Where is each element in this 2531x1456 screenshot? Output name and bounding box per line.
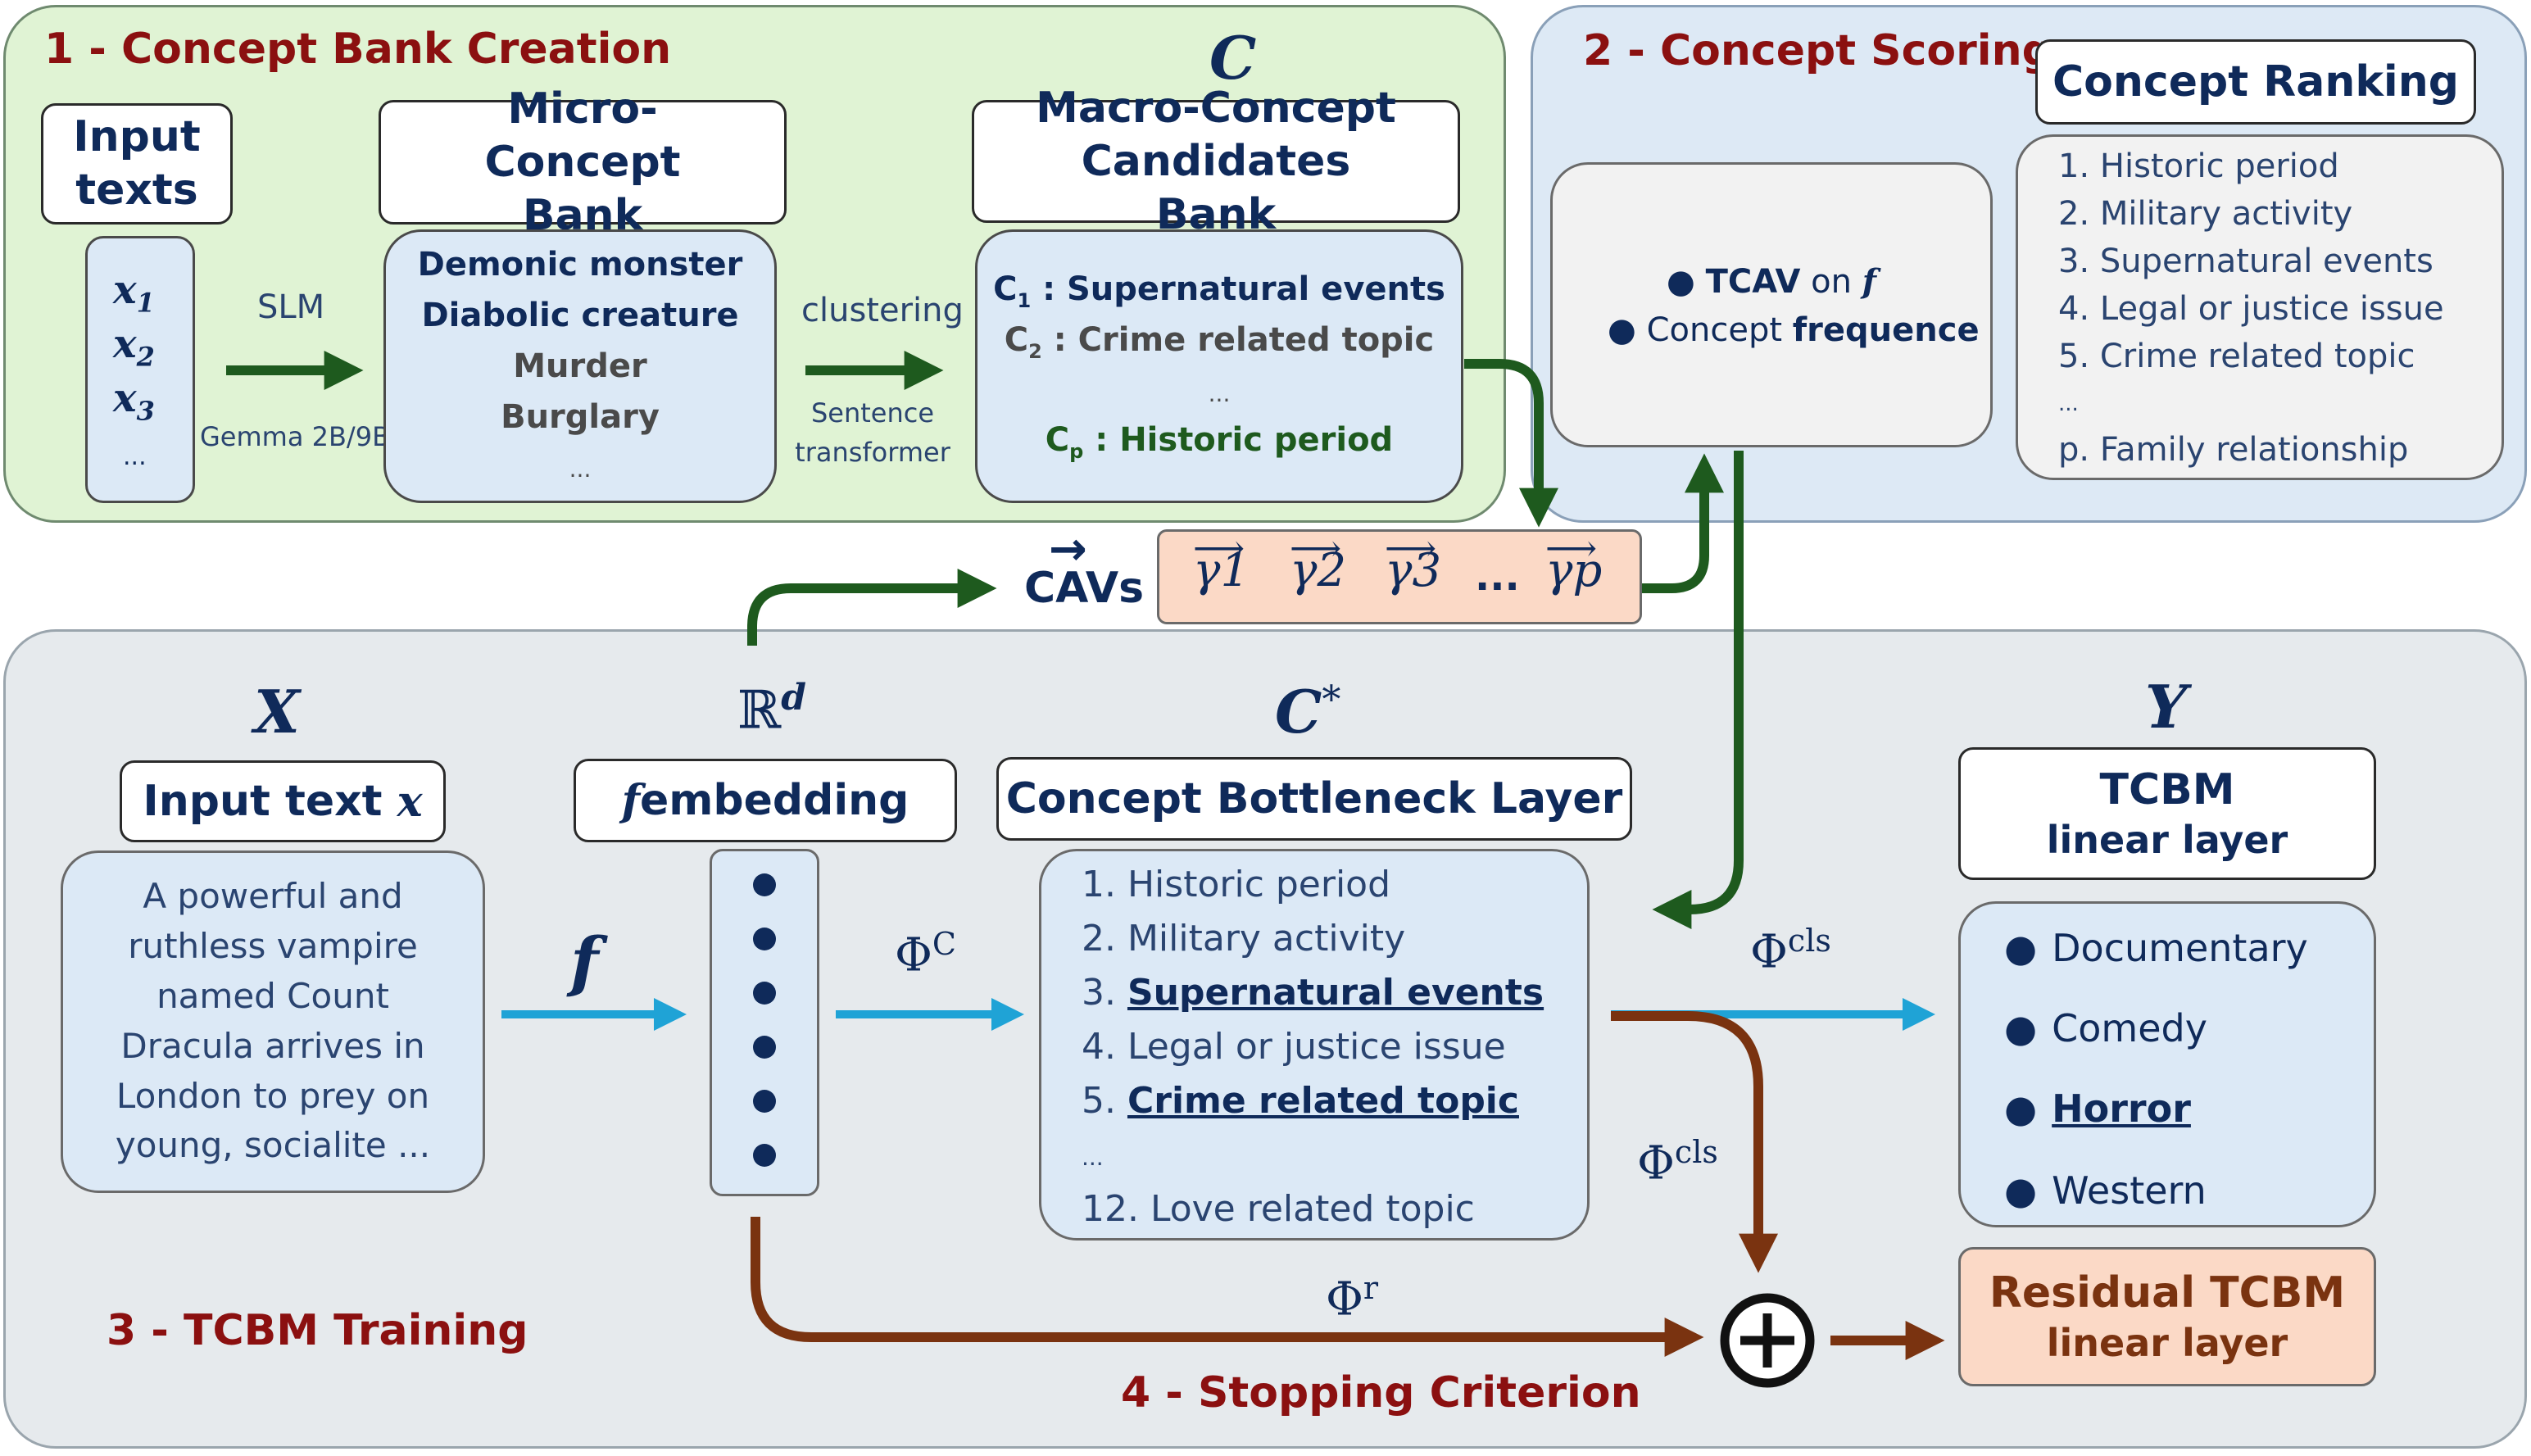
embedding-dot-4 <box>753 1036 776 1059</box>
scoring-to-cbl-arrow <box>1652 451 1744 929</box>
macro-item-2: C2 : Crime related topic <box>1004 321 1435 363</box>
cav-gamma-1: ⟶γ1 <box>1193 528 1250 597</box>
cbl-item-2: 2. Military activity <box>1082 918 1406 959</box>
cav-gamma-p: ⟶γp <box>1545 528 1603 597</box>
embedding-dot-3 <box>753 982 776 1005</box>
slm-label: SLM <box>257 288 325 326</box>
ranking-item-3: 3. Supernatural events <box>2058 243 2433 280</box>
ranking-item-ellipsis: ... <box>2058 392 2079 416</box>
micro-item-5: ... <box>569 456 592 483</box>
section-3-title: 3 - TCBM Training <box>107 1306 528 1355</box>
cbl-item-ellipsis: ... <box>1082 1144 1104 1171</box>
input-x3: x3 <box>113 375 155 427</box>
input-set-symbol: X <box>254 677 300 746</box>
encoder-f-symbol: f <box>570 923 599 1000</box>
input-ellipsis: ... <box>123 442 147 471</box>
macro-item-p: Cp : Historic period <box>1045 421 1394 463</box>
micro-item-4: Burglary <box>501 398 660 436</box>
embedding-dot-2 <box>753 928 776 950</box>
ranking-item-5: 5. Crime related topic <box>2058 338 2415 375</box>
bullet-icon: ● <box>1667 263 1695 301</box>
class-documentary: ●Documentary <box>2004 926 2308 970</box>
cbl-item-4: 4. Legal or justice issue <box>1082 1026 1506 1068</box>
tcav-bullet: ● TCAV on f <box>1667 262 1876 301</box>
cbl-box <box>1039 849 1590 1241</box>
cbl-item-12: 12. Love related topic <box>1082 1188 1475 1230</box>
ranking-item-2: 2. Military activity <box>2058 195 2353 233</box>
clustering-label: clustering <box>801 292 964 329</box>
input-x2: x2 <box>113 321 155 373</box>
bullet-icon: ● <box>2004 1168 2038 1213</box>
concept-scoring-box <box>1550 162 1993 447</box>
macro-concept-header: Macro-Concept Candidates Bank <box>972 84 1460 239</box>
concept-ranking-header: Concept Ranking <box>2035 39 2476 125</box>
section-4-title: 4 - Stopping Criterion <box>1121 1368 1641 1417</box>
embedding-dot-1 <box>753 873 776 896</box>
macro-concept-box <box>975 229 1463 503</box>
micro-item-3: Murder <box>513 347 647 385</box>
sentence-transformer-label: Sentence transformer <box>795 397 950 468</box>
cav-gamma-2: ⟶γ2 <box>1290 528 1347 597</box>
input-texts-box <box>85 236 195 503</box>
cbl-header: Concept Bottleneck Layer <box>996 757 1632 841</box>
tcbm-linear-header: TCBM linear layer <box>1958 747 2376 880</box>
embedding-dot-5 <box>753 1090 776 1113</box>
embedding-dot-6 <box>753 1144 776 1167</box>
bullet-icon: ● <box>2004 1006 2038 1050</box>
cbl-item-1: 1. Historic period <box>1082 864 1391 905</box>
phi-r-label: Φr <box>1326 1270 1379 1327</box>
residual-linear-header: Residual TCBM linear layer <box>1958 1247 2376 1386</box>
embedding-header: f embedding <box>574 759 957 842</box>
embedding-vector-box <box>710 849 819 1196</box>
input-x1: x1 <box>113 267 155 319</box>
ranking-item-4: 4. Legal or justice issue <box>2058 290 2444 328</box>
cavs-box <box>1157 529 1642 624</box>
bullet-icon: ● <box>1608 311 1636 349</box>
macro-item-ellipsis: ... <box>1208 380 1231 407</box>
class-comedy: ●Comedy <box>2004 1006 2207 1050</box>
micro-concept-header: Micro-Concept Bank <box>379 84 787 240</box>
slm-model-label: Gemma 2B/9B <box>200 421 391 452</box>
micro-concept-box <box>383 229 777 503</box>
ranking-item-p: p. Family relationship <box>2058 431 2409 469</box>
ranking-item-1: 1. Historic period <box>2058 147 2339 185</box>
section-2-title: 2 - Concept Scoring <box>1583 26 2052 75</box>
concept-set-symbol: C <box>1209 23 1257 93</box>
cav-ellipsis: ... <box>1475 554 1520 600</box>
bullet-icon: ● <box>2004 1086 2038 1131</box>
class-horror: ●Horror <box>2004 1086 2191 1131</box>
phi-cls-label-bottom: Φcls <box>1637 1134 1718 1191</box>
input-text-content: A powerful and ruthless vampire named Co… <box>115 876 431 1166</box>
input-text-box <box>61 850 485 1193</box>
embedding-space-symbol: ℝd <box>737 677 806 742</box>
bottleneck-symbol: C* <box>1275 677 1341 746</box>
macro-item-1: C1 : Supernatural events <box>993 270 1445 312</box>
class-western: ●Western <box>2004 1168 2207 1213</box>
embedding-to-sum-arrow <box>751 1217 1704 1357</box>
bullet-icon: ● <box>2004 926 2038 970</box>
section-1-title: 1 - Concept Bank Creation <box>44 25 672 74</box>
output-set-symbol: Y <box>2145 672 2188 742</box>
cbl-item-5: 5. Crime related topic <box>1082 1080 1519 1122</box>
tcbm-classes-box <box>1958 901 2376 1227</box>
cavs-label: CAVs <box>1024 564 1145 613</box>
cavs-arrow-icon: → <box>1049 523 1087 576</box>
input-texts-header: Input texts <box>41 103 233 225</box>
frequence-bullet: ● Concept frequence <box>1608 311 1980 349</box>
micro-item-1: Demonic monster <box>417 246 743 283</box>
embedding-to-cavs-arrow <box>747 569 997 646</box>
macro-to-cavs-arrow <box>1464 359 1558 528</box>
cbl-to-sum-arrow <box>1611 1011 1778 1273</box>
phi-c-label: ΦC <box>895 926 956 982</box>
cav-gamma-3: ⟶γ3 <box>1385 528 1442 597</box>
input-text-header: Input text x <box>120 760 446 842</box>
concept-ranking-box <box>2016 134 2504 480</box>
cbl-item-3: 3. Supernatural events <box>1082 972 1544 1014</box>
cavs-to-scoring-arrow <box>1640 453 1724 593</box>
phi-cls-label-top: Φcls <box>1750 923 1831 979</box>
micro-item-2: Diabolic creature <box>421 297 739 334</box>
